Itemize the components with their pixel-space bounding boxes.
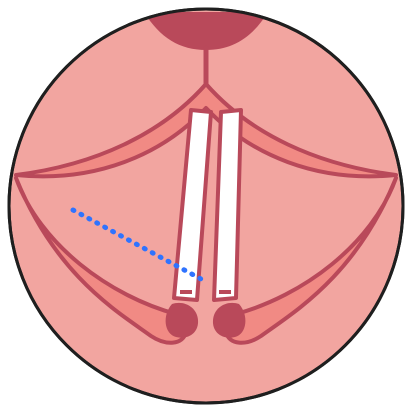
- right-white-band: [214, 110, 241, 300]
